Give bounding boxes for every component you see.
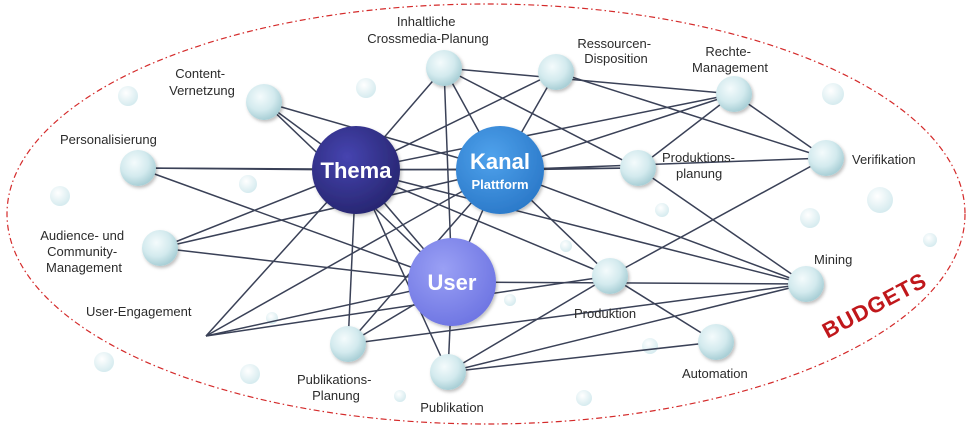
edge-mining-thema: [355, 169, 807, 285]
node-crossmedia: [426, 50, 462, 86]
edge-audience-user: [159, 247, 453, 283]
node-publikation: [430, 354, 466, 390]
bubble: [822, 83, 844, 105]
label-rechte: Rechte- Management: [692, 44, 768, 75]
edge-engagement-produktion: [205, 275, 611, 337]
node-automation: [698, 324, 734, 360]
bubble: [118, 86, 138, 106]
hub-thema: Thema: [312, 126, 400, 214]
budget-boundary: [6, 3, 966, 425]
label-produktion: Produktion: [574, 306, 636, 321]
edge-publikationsplanung-mining: [347, 283, 807, 345]
label-automation: Automation: [682, 366, 748, 381]
bubble: [356, 78, 376, 98]
bubble: [642, 338, 658, 354]
edge-mining-user: [451, 281, 807, 285]
edge-rechte-thema: [355, 93, 735, 171]
bubble: [576, 390, 592, 406]
label-produktionsplanung: Produktions- planung: [662, 150, 739, 181]
bubble: [239, 175, 257, 193]
edge-audience-kanal: [159, 169, 501, 249]
node-personalisierung: [120, 150, 156, 186]
bubble: [560, 240, 572, 252]
label-publikationsplanung: Publikations- Planung: [297, 372, 375, 403]
bubble: [800, 208, 820, 228]
node-rechte: [716, 76, 752, 112]
edge-rechte-verifikation: [733, 93, 827, 159]
edge-produktionsplanung-mining: [637, 167, 807, 285]
label-verifikation: Verifikation: [852, 152, 916, 167]
node-verifikation: [808, 140, 844, 176]
bubble: [94, 352, 114, 372]
edge-mining-publikation: [447, 283, 807, 373]
node-ressourcen: [538, 54, 574, 90]
hub-user-title: User: [428, 270, 477, 295]
label-ressourcen: Ressourcen- Disposition: [577, 36, 654, 66]
edge-rechte-produktionsplanung: [637, 93, 735, 169]
edge-verifikation-produktion: [609, 157, 827, 277]
bubble: [394, 390, 406, 402]
bubble: [504, 294, 516, 306]
edge-crossmedia-rechte: [443, 67, 735, 95]
edge-verifikation-kanal: [499, 157, 827, 171]
node-audience: [142, 230, 178, 266]
bubble: [655, 203, 669, 217]
label-publikation: Publikation: [420, 400, 484, 415]
bubble: [923, 233, 937, 247]
edge-publikation-automation: [447, 341, 717, 373]
edge-mining-kanal: [499, 169, 807, 285]
edge-ressourcen-verifikation: [555, 71, 827, 159]
bubble: [50, 186, 70, 206]
bubble: [867, 187, 893, 213]
node-labels: Inhaltliche Crossmedia-Planung Ressource…: [40, 14, 915, 415]
edge-crossmedia-produktionsplanung: [443, 67, 639, 169]
node-publikationsplanung: [330, 326, 366, 362]
label-vernetzung: Content- Vernetzung: [169, 66, 235, 98]
satellite-nodes: [120, 50, 844, 390]
label-audience: Audience- und Community- Management: [40, 228, 127, 275]
label-engagement: User-Engagement: [86, 304, 192, 319]
node-vernetzung: [246, 84, 282, 120]
edge-engagement-kanal: [205, 169, 501, 337]
edge-produktion-publikation: [447, 275, 611, 373]
node-produktion: [592, 258, 628, 294]
budget-label: BUDGETS: [818, 267, 931, 343]
bubble: [240, 364, 260, 384]
hub-user: User: [408, 238, 496, 326]
hub-kanal-title: Kanal: [470, 149, 530, 174]
label-mining: Mining: [814, 252, 852, 267]
edge-personalisierung-user: [137, 167, 453, 283]
node-produktionsplanung: [620, 150, 656, 186]
label-personalisierung: Personalisierung: [60, 132, 157, 147]
background-bubbles: [50, 78, 937, 406]
hub-kanal: Kanal Plattform: [456, 126, 544, 214]
label-crossmedia: Inhaltliche Crossmedia-Planung: [367, 14, 488, 46]
node-mining: [788, 266, 824, 302]
edge-produktion-automation: [609, 275, 717, 343]
edge-produktion-thema: [355, 169, 611, 277]
hub-kanal-subtitle: Plattform: [471, 177, 528, 192]
hub-thema-title: Thema: [321, 158, 393, 183]
